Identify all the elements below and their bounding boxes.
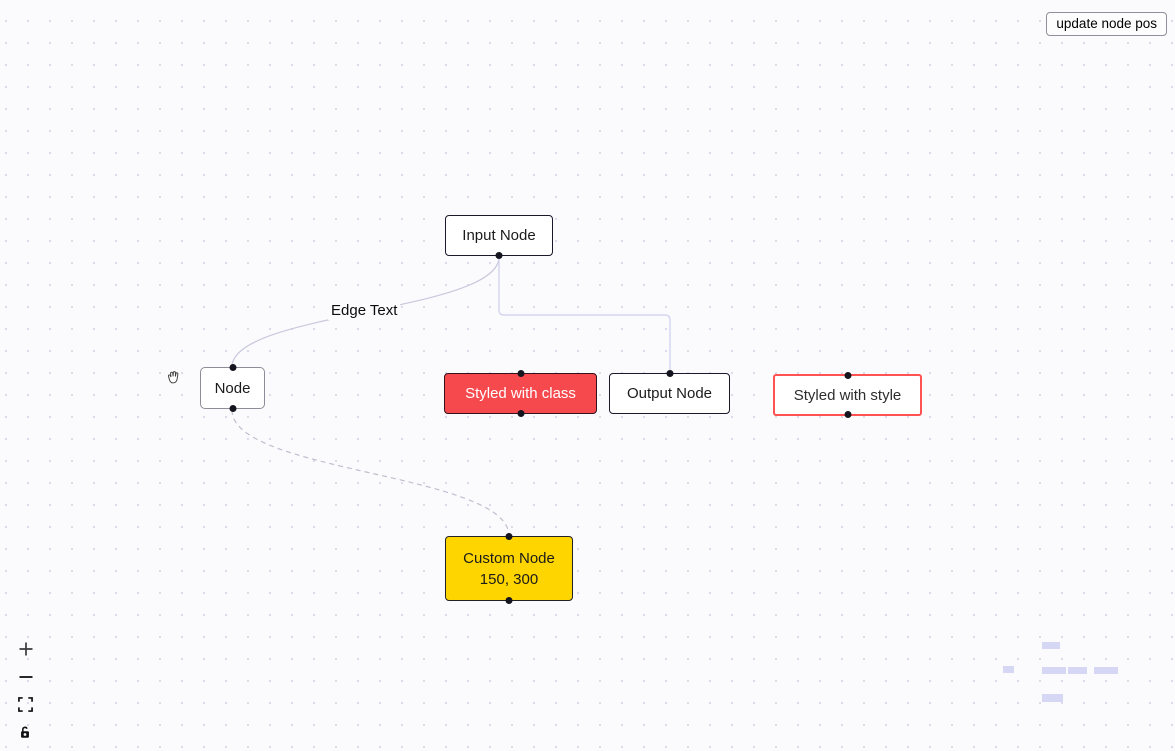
toggle-interactivity-button[interactable] [14, 724, 38, 741]
zoom-out-icon [19, 675, 33, 678]
node-input[interactable]: Input Node [445, 215, 553, 259]
node-output-label: Output Node [626, 385, 713, 402]
target-handle[interactable] [666, 370, 673, 377]
target-handle[interactable] [844, 372, 851, 379]
node-styled-with-style[interactable]: Styled with style [773, 372, 922, 418]
update-node-pos-button[interactable]: update node pos [1046, 12, 1167, 36]
source-handle[interactable] [844, 411, 851, 418]
target-handle[interactable] [229, 364, 236, 371]
zoom-in-button[interactable] [14, 640, 38, 657]
edge-label: Edge Text [328, 301, 401, 320]
node-custom[interactable]: Custom Node 150, 300 [445, 533, 573, 604]
node-default[interactable]: Node [200, 364, 265, 412]
node-custom-label-line1: Custom Node [463, 549, 555, 567]
fit-view-icon [18, 697, 33, 712]
node-styled-with-class-label: Styled with class [465, 385, 576, 402]
node-styled-with-style-label: Styled with style [793, 386, 902, 404]
source-handle[interactable] [505, 597, 513, 604]
minimap-node-input [1042, 642, 1060, 649]
zoom-in-icon [19, 642, 33, 655]
minimap-node-styled-with-style [1094, 667, 1118, 674]
node-custom-label-line2: 150, 300 [479, 570, 539, 588]
fit-view-button[interactable] [14, 696, 38, 713]
edge-input-to-output[interactable] [498, 257, 671, 372]
minimap-node-output [1068, 667, 1087, 674]
target-handle[interactable] [517, 370, 524, 377]
flow-controls [14, 640, 38, 741]
grab-hand-cursor [168, 371, 179, 384]
node-styled-with-class[interactable]: Styled with class [444, 370, 597, 417]
node-input-label: Input Node [462, 227, 536, 244]
edge-node-to-custom[interactable] [231, 409, 510, 537]
lock-icon [21, 726, 29, 738]
minimap-node-default [1003, 666, 1014, 673]
minimap-node-styled-with-class [1042, 667, 1066, 674]
zoom-out-button[interactable] [14, 668, 38, 685]
node-output[interactable]: Output Node [609, 370, 730, 414]
source-handle[interactable] [495, 252, 503, 259]
minimap[interactable] [985, 620, 1175, 751]
source-handle[interactable] [517, 410, 524, 417]
minimap-node-custom [1042, 694, 1063, 702]
target-handle[interactable] [505, 533, 513, 540]
node-default-label: Node [214, 379, 251, 397]
source-handle[interactable] [229, 405, 236, 412]
